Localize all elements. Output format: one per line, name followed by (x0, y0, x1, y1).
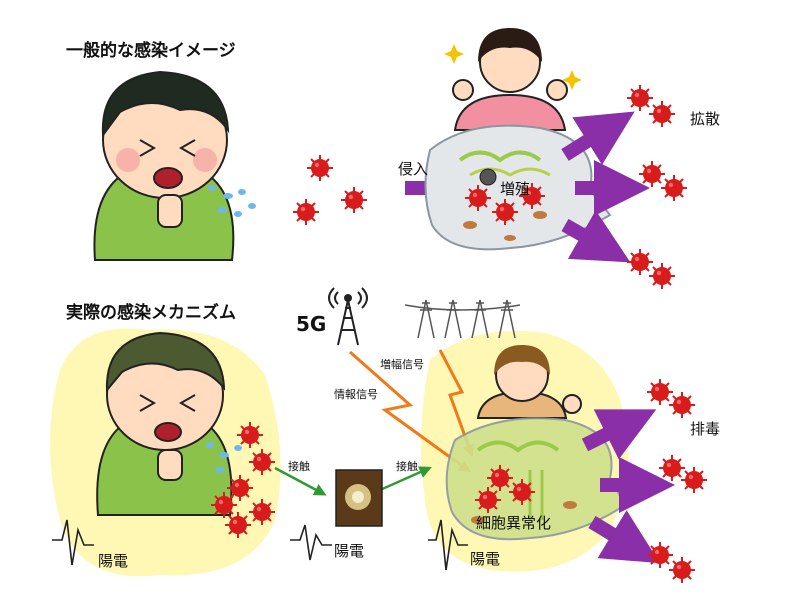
info-signal-bolt (349, 350, 472, 473)
contact-object (335, 469, 383, 527)
detox-label: 排毒 (690, 420, 721, 438)
waveform-icon (428, 519, 468, 571)
cell-top (424, 124, 612, 251)
amp-signal-bolt (438, 349, 475, 458)
happy-girl-illustration (452, 28, 568, 131)
invade-label: 侵入 (398, 160, 429, 178)
contact-label-2: 接触 (396, 460, 418, 473)
sick-boy-illustration-bottom (96, 331, 242, 516)
virus-cluster-spread (626, 84, 688, 290)
spread-arrow-up (561, 111, 635, 165)
waveform-icon (52, 519, 94, 566)
girl-illustration-bottom (476, 345, 582, 419)
cell-abnormal-label: 細胞異常化 (476, 514, 552, 532)
detox-arrow-down (588, 510, 660, 564)
contact-arrow-1 (274, 466, 327, 496)
info-signal-label: 情報信号 (334, 388, 378, 401)
label-5g: 5G (296, 312, 327, 336)
positive-charge-label-1: 陽電 (98, 552, 129, 570)
positive-charge-label-2: 陽電 (334, 542, 365, 560)
sick-boy-illustration (93, 70, 256, 261)
positive-charge-label-3: 陽電 (470, 550, 501, 568)
contact-label-1: 接触 (288, 460, 310, 473)
virus-cluster-left (292, 154, 368, 226)
virus-cluster-detox (646, 378, 708, 584)
multiply-label: 増殖 (500, 180, 531, 198)
contact-arrow-2 (379, 466, 432, 492)
spread-arrow-down (561, 210, 631, 263)
amp-signal-label: 増幅信号 (380, 358, 424, 371)
power-lines-icon (404, 299, 521, 339)
tower-5g-icon (328, 287, 368, 346)
detox-arrow-up (581, 409, 657, 460)
top-section-title: 一般的な感染イメージ (66, 41, 236, 61)
sparkle-icon (562, 70, 582, 90)
bottom-section-title: 実際の感染メカニズム (66, 303, 236, 323)
waveform-icon (290, 524, 332, 561)
sparkle-icon (444, 44, 464, 64)
spread-label: 拡散 (690, 110, 721, 128)
